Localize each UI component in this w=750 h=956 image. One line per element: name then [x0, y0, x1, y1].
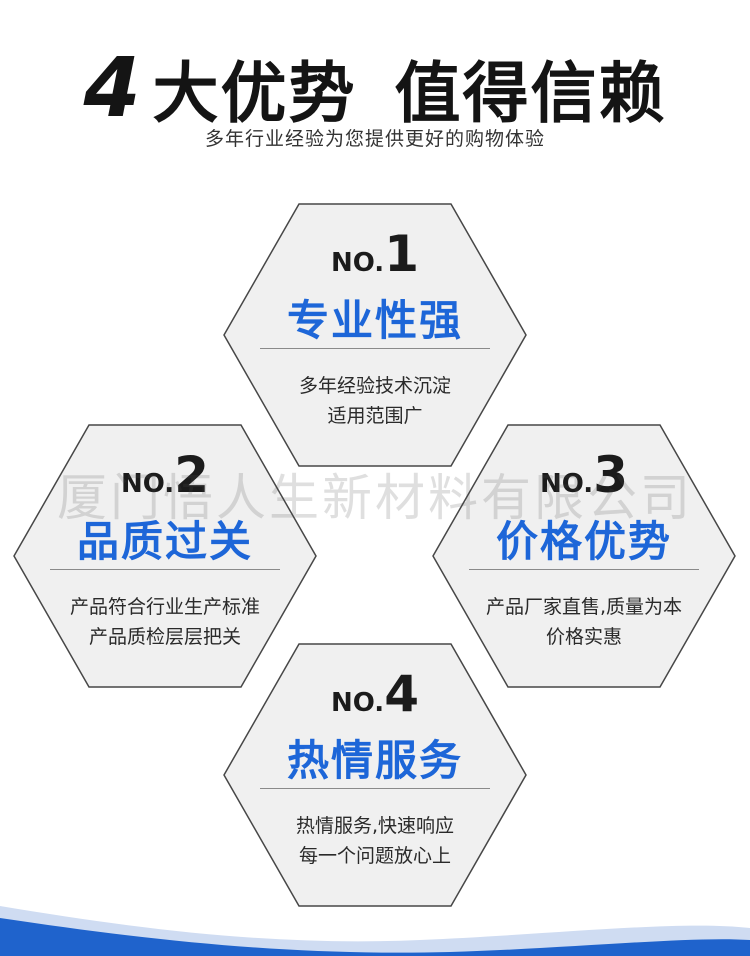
number-digit: 2 — [174, 446, 209, 504]
title-part-2: 值得信赖 — [394, 55, 667, 132]
advantage-title: 热情服务 — [286, 736, 463, 785]
advantage-number: NO.2 — [13, 446, 317, 504]
number-digit: 3 — [593, 446, 628, 504]
description-line-2: 适用范围广 — [327, 405, 423, 427]
number-digit: 1 — [384, 225, 419, 283]
description-line-2: 产品质检层层把关 — [88, 626, 241, 648]
divider — [260, 348, 490, 349]
title-number: 4 — [83, 41, 143, 136]
advantage-number: NO.4 — [223, 665, 527, 723]
advantage-title: 专业性强 — [286, 296, 463, 345]
advantage-card-4: NO.4 热情服务 热情服务,快速响应 每一个问题放心上 — [223, 643, 527, 907]
description-line-2: 每一个问题放心上 — [298, 845, 451, 867]
divider — [260, 788, 490, 789]
advantage-title: 品质过关 — [76, 517, 253, 566]
page-subtitle: 多年行业经验为您提供更好的购物体验 — [204, 128, 545, 150]
divider — [50, 569, 280, 570]
title-part-1: 大优势 — [152, 55, 357, 132]
description-line-1: 产品厂家直售,质量为本 — [485, 596, 683, 618]
description-line-1: 产品符合行业生产标准 — [69, 596, 260, 618]
advantage-card-3: NO.3 价格优势 产品厂家直售,质量为本 价格实惠 — [432, 424, 736, 688]
hexagon-shape — [223, 643, 527, 907]
divider — [469, 569, 699, 570]
advantage-card-1: NO.1 专业性强 多年经验技术沉淀 适用范围广 — [223, 203, 527, 467]
no-prefix: NO. — [331, 688, 385, 718]
no-prefix: NO. — [540, 469, 594, 499]
description-line-2: 价格实惠 — [545, 626, 622, 648]
hexagon-shape — [13, 424, 317, 688]
hexagon-shape — [432, 424, 736, 688]
advantage-title: 价格优势 — [495, 517, 672, 566]
description-line-1: 多年经验技术沉淀 — [298, 375, 451, 397]
advantage-number: NO.3 — [432, 446, 736, 504]
no-prefix: NO. — [331, 248, 385, 278]
bottom-wave-decoration — [0, 906, 750, 956]
hexagon-shape — [223, 203, 527, 467]
advantage-description: 多年经验技术沉淀 适用范围广 — [223, 371, 527, 431]
advantage-description: 热情服务,快速响应 每一个问题放心上 — [223, 811, 527, 871]
no-prefix: NO. — [121, 469, 175, 499]
advantage-number: NO.1 — [223, 225, 527, 283]
number-digit: 4 — [384, 665, 419, 723]
description-line-1: 热情服务,快速响应 — [295, 815, 455, 837]
advantage-description: 产品厂家直售,质量为本 价格实惠 — [432, 592, 736, 652]
advantage-description: 产品符合行业生产标准 产品质检层层把关 — [13, 592, 317, 652]
advantage-card-2: NO.2 品质过关 产品符合行业生产标准 产品质检层层把关 — [13, 424, 317, 688]
